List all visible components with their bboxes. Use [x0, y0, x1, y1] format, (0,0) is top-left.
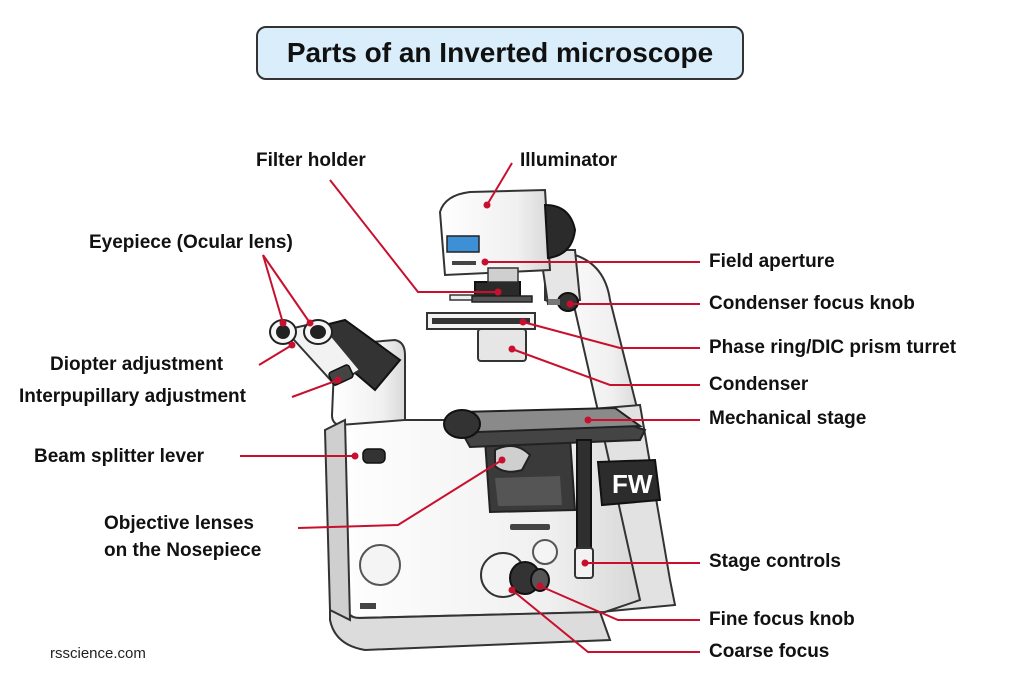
leader-diopter [258, 344, 293, 366]
leader-lines [240, 162, 700, 653]
label-objective-line2: on the Nosepiece [104, 540, 262, 561]
diagram-title: Parts of an Inverted microscope [286, 37, 714, 68]
label-eyepiece: Eyepiece (Ocular lens) [89, 232, 293, 253]
stage-decal-text: FW [612, 469, 653, 499]
front-slot [510, 524, 550, 530]
leader-fine-focus [539, 585, 700, 621]
label-stage-controls: Stage controls [709, 551, 841, 572]
leader-filter-holder [329, 179, 498, 293]
illuminator-display [446, 235, 480, 253]
condenser-body [477, 328, 527, 362]
label-coarse-focus: Coarse focus [709, 641, 830, 662]
credit-text: rsscience.com [50, 645, 146, 662]
label-condenser-focus-knob: Condenser focus knob [709, 293, 915, 314]
eyepiece-left-lens [276, 325, 290, 339]
label-field-aperture: Field aperture [709, 251, 835, 272]
label-objective-line1: Objective lenses [104, 513, 254, 534]
stage-control-rod [576, 439, 592, 551]
condenser-neck [487, 267, 519, 283]
stage-knob [443, 409, 481, 439]
side-port-circle [359, 544, 401, 586]
leader-interpupillary [291, 379, 339, 398]
filter-holder-bar [471, 295, 533, 303]
label-beam-splitter: Beam splitter lever [34, 446, 205, 467]
label-mechanical-stage: Mechanical stage [709, 408, 867, 429]
nosepiece-inner [495, 476, 562, 506]
condenser-focus-axle [548, 299, 560, 305]
label-illuminator: Illuminator [520, 150, 618, 171]
label-fine-focus: Fine focus knob [709, 609, 855, 630]
label-condenser: Condenser [709, 374, 809, 395]
illuminator-slot [452, 261, 476, 265]
leader-eyepiece-b [262, 254, 311, 324]
phase-turret-slot [432, 318, 530, 324]
leader-coarse-focus [511, 589, 700, 653]
label-filter-holder: Filter holder [256, 150, 366, 171]
base-slot [360, 603, 376, 609]
leader-eyepiece-a [262, 254, 284, 324]
microscope-side-panel [323, 418, 352, 622]
label-phase-ring: Phase ring/DIC prism turret [709, 337, 957, 358]
beam-splitter-lever-shape [362, 448, 386, 464]
leader-condenser [511, 348, 700, 386]
label-diopter: Diopter adjustment [50, 354, 224, 375]
leader-objective [297, 459, 503, 529]
stage-decal-panel [596, 458, 662, 507]
title-box: Parts of an Inverted microscope [256, 26, 744, 80]
front-port-circle [532, 539, 558, 565]
illuminator-cap [543, 203, 577, 260]
label-interpupillary: Interpupillary adjustment [19, 386, 246, 407]
leader-phase-ring [522, 321, 700, 349]
leader-illuminator [486, 162, 513, 206]
fine-focus-knob-cap [530, 568, 550, 592]
eyepiece-right-lens [310, 325, 326, 339]
leader-dots [279, 201, 592, 594]
